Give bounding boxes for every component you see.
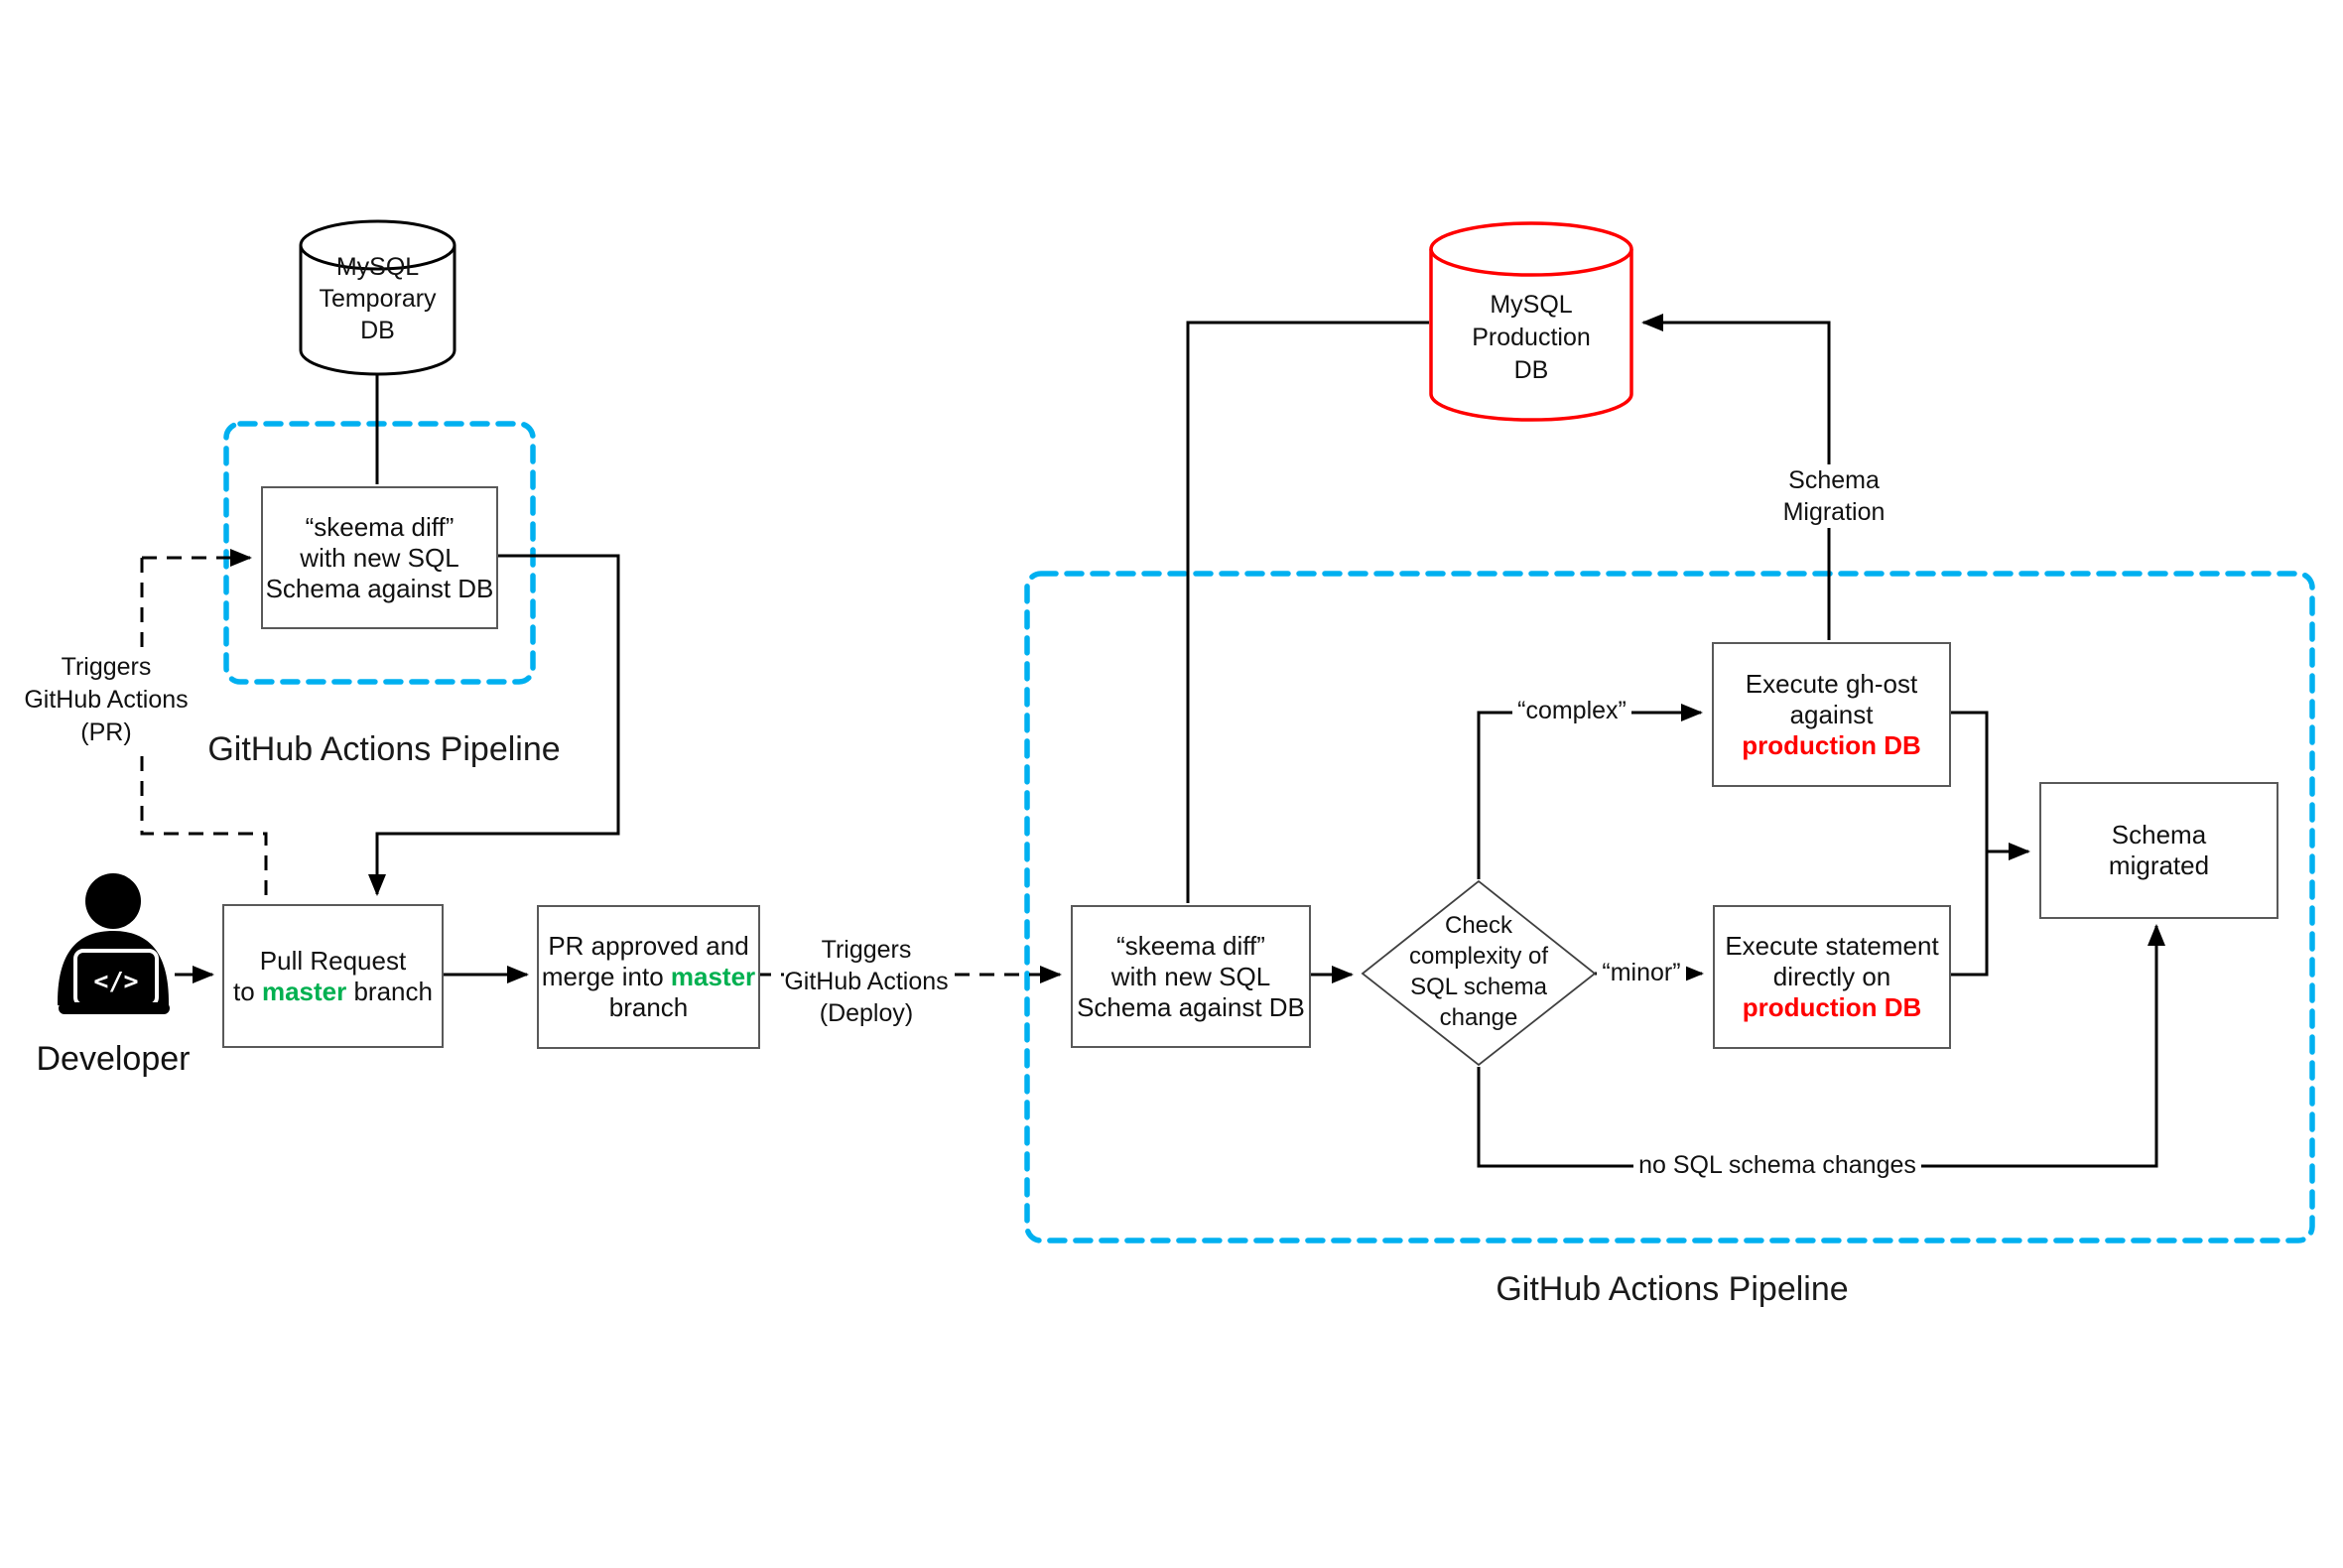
developer-label: Developer — [36, 1040, 191, 1078]
prod-db-label: MySQL Production DB — [1472, 291, 1591, 384]
temp-db-label: MySQL Temporary DB — [319, 253, 437, 344]
edge-merge-join — [1947, 711, 1989, 977]
edge-complex-to-ghost — [1477, 704, 1703, 879]
execute-statement-box: Execute statement directly on production… — [1713, 905, 1951, 1049]
skeema-diff-box-pr: “skeema diff” with new SQL Schema agains… — [261, 486, 498, 629]
master-branch-green: master — [670, 962, 756, 991]
trigger-deploy-label: Triggers GitHub Actions (Deploy) — [784, 934, 949, 1029]
pipeline-boundary-deploy — [1024, 571, 2315, 1243]
temp-db-cylinder — [299, 219, 456, 376]
pr-approved-box: PR approved and merge into master branch — [537, 905, 760, 1049]
execute-ghost-box: Execute gh-ost against production DB — [1712, 642, 1951, 787]
code-glyph: </> — [93, 967, 138, 995]
pull-request-box: Pull Request to master branch — [222, 904, 444, 1048]
decision-diamond — [1361, 879, 1597, 1067]
trigger-pr-label: Triggers GitHub Actions (PR) — [18, 651, 195, 749]
edge-label-no-changes: no SQL schema changes — [1628, 1151, 1926, 1180]
edge-skeema1-to-pullrequest — [368, 554, 620, 896]
production-db-red: production DB — [1742, 729, 1921, 760]
edge-label-complex: “complex” — [1497, 697, 1647, 725]
master-branch-green: master — [261, 976, 347, 1006]
pipeline-boundary-pr — [223, 421, 536, 685]
schema-migration-label: Schema Migration — [1755, 464, 1913, 528]
pipeline-title-left: GitHub Actions Pipeline — [207, 730, 561, 768]
edge-schema-migration-to-proddb — [1641, 314, 1831, 640]
schema-migrated-box: Schema migrated — [2039, 782, 2278, 919]
edge-skeema2-to-proddb — [1186, 321, 1429, 903]
production-db-red: production DB — [1742, 992, 1922, 1022]
developer-icon: </> — [58, 873, 170, 1014]
prod-db-cylinder — [1429, 221, 1633, 422]
skeema-diff-box-deploy: “skeema diff” with new SQL Schema agains… — [1071, 905, 1311, 1048]
decision-label: Check complexity of SQL schema change — [1408, 912, 1549, 1031]
edge-label-minor: “minor” — [1582, 959, 1701, 987]
pipeline-title-right: GitHub Actions Pipeline — [1496, 1270, 1849, 1308]
